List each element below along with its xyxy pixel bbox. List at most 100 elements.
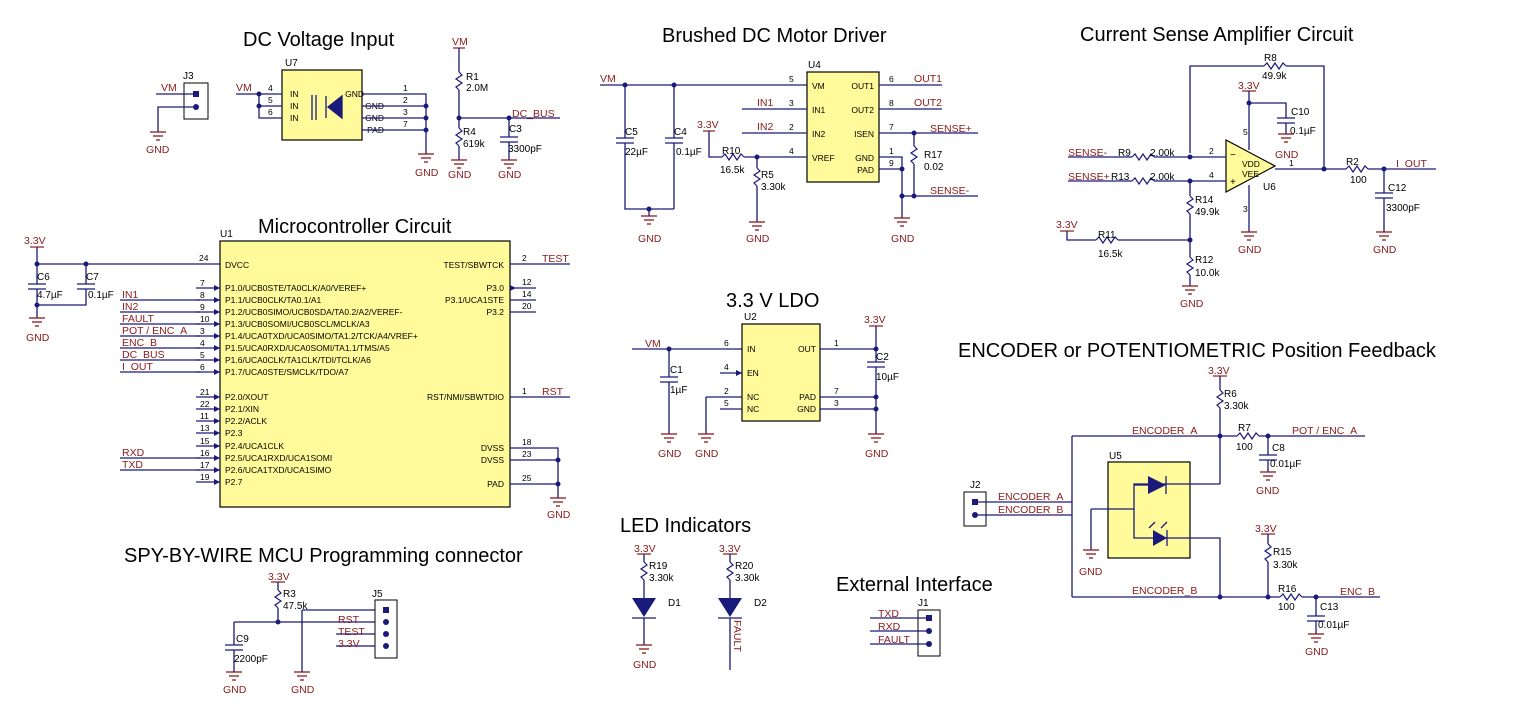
net-3v3-mcu: 3.3V [24, 235, 46, 247]
mcu-pin-number: 21 [200, 387, 210, 397]
u2-pin1: 1 [834, 338, 839, 348]
ic-u2 [741, 323, 821, 422]
c6-label: C6 [37, 272, 50, 283]
mcu-pin-number: 8 [200, 290, 205, 300]
u4-pin1: 1 [889, 146, 894, 156]
net-fault-ext: FAULT [878, 634, 910, 646]
net-txd-mcu: TXD [122, 459, 143, 471]
r16-label: R16 [1278, 584, 1297, 595]
r9-value: 2.00k [1150, 148, 1175, 159]
u1-pad: PAD [487, 479, 504, 489]
j5-label: J5 [372, 589, 383, 600]
u1-dvcc: DVCC [225, 260, 249, 270]
r4-value: 619k [463, 139, 486, 150]
mcu-pin-arrow [214, 321, 220, 327]
r3-label: R3 [283, 589, 296, 600]
ic-u7 [281, 69, 363, 141]
encoder-section: 3.3V R6 3.30k ENCODER_A R7 100 POT / ENC… [963, 365, 1380, 658]
r11-value: 16.5k [1098, 249, 1123, 260]
net-in2-mcu: IN2 [122, 301, 139, 313]
mcu-pin-number: 16 [200, 448, 210, 458]
u5-label: U5 [1109, 451, 1122, 462]
u6-vee: VEE [1242, 169, 1259, 179]
u1-pin2: 2 [522, 253, 527, 263]
net-fault-mcu: FAULT [122, 313, 154, 325]
u4-vm: VM [812, 81, 825, 91]
mcu-pin-number: 22 [200, 399, 210, 409]
gnd-c12: GND [1373, 244, 1397, 256]
u4-in2: IN2 [812, 129, 826, 139]
d1-label: D1 [668, 598, 681, 609]
mcu-pin-number: 19 [200, 472, 210, 482]
c9-label: C9 [236, 634, 249, 645]
current-sense-section: R8 49.9k U6 VDD VEE − + 3.3V 5 C10 0.1µF… [1056, 53, 1436, 310]
u2-gnd: GND [797, 404, 816, 414]
gnd-c10: GND [1275, 149, 1299, 161]
u4-isen: ISEN [854, 129, 874, 139]
r2-value: 100 [1350, 175, 1367, 186]
mcu-pin-number: 9 [200, 302, 205, 312]
ic-u1 [219, 240, 511, 508]
gnd-u5: GND [1079, 566, 1103, 578]
r7-label: R7 [1238, 423, 1251, 434]
u2-nc1: NC [747, 392, 759, 402]
mcu-pin-arrow [214, 357, 220, 363]
c7-value: 0.1µF [88, 290, 114, 301]
connector-j2 [963, 491, 987, 527]
title-motor-driver: Brushed DC Motor Driver [662, 25, 887, 47]
c5-label: C5 [625, 127, 638, 138]
u1-pin18: 18 [522, 437, 532, 447]
c10-label: C10 [1291, 107, 1310, 118]
mcu-pin-number: 15 [200, 436, 210, 446]
net-3v3-r20: 3.3V [719, 543, 741, 555]
u2-pin4: 4 [724, 362, 729, 372]
r12-value: 10.0k [1195, 268, 1220, 279]
ic-u4 [806, 71, 880, 183]
c9-value: 2200pF [234, 654, 268, 665]
u7-diode-symbol [311, 94, 343, 120]
u4-out2: OUT2 [851, 105, 874, 115]
u6-vdd: VDD [1242, 159, 1260, 169]
c10-value: 0.1µF [1290, 126, 1316, 137]
r15-label: R15 [1273, 547, 1292, 558]
c12-value: 3300pF [1386, 203, 1420, 214]
mcu-pin-label: P1.2/UCB0SIMO/UCB0SDA/TA0.2/A2/VEREF- [225, 307, 403, 317]
r9-label: R9 [1118, 148, 1131, 159]
net-pot-enc-a-mcu: POT / ENC_A [122, 325, 187, 337]
mcu-pin-arrow [214, 345, 220, 351]
c5-value: 22µF [625, 147, 648, 158]
net-test-sbw: TEST [338, 626, 365, 638]
c7-label: C7 [86, 272, 99, 283]
mcu-pin-label: P1.5/UCA0RXD/UCA0SOMI/TA1.1/TMS/A5 [225, 343, 390, 353]
r6-label: R6 [1224, 389, 1237, 400]
u7-in2: IN [290, 101, 299, 111]
j2-pin2 [972, 512, 978, 518]
led-d1 [632, 598, 656, 617]
r7-value: 100 [1236, 442, 1253, 453]
u7-in1: IN [290, 89, 299, 99]
net-sense-minus-motor: SENSE- [930, 185, 970, 197]
u1-rst: RST/NMI/SBWTDIO [427, 392, 504, 402]
u1-test: TEST/SBWTCK [444, 260, 505, 270]
gnd-c9: GND [223, 684, 247, 696]
net-sense-plus-csa: SENSE+ [1068, 171, 1110, 183]
mcu-pin-label: P2.0/XOUT [225, 392, 268, 402]
net-dc-bus-mcu: DC_BUS [122, 349, 165, 361]
mcu-pin-label: P2.7 [225, 477, 243, 487]
c8-value: 0.01µF [1270, 459, 1301, 470]
u1-dvss1: DVSS [481, 443, 504, 453]
r13-value: 2.00k [1150, 172, 1175, 183]
r20-value: 3.30k [735, 573, 760, 584]
net-txd-ext: TXD [878, 608, 899, 620]
mcu-pin-arrow [214, 443, 220, 449]
r4-label: R4 [463, 127, 476, 138]
connector-j5 [374, 599, 398, 659]
net-rst-sbw: RST [338, 614, 360, 626]
u2-pad: PAD [799, 392, 816, 402]
net-rst-mcu: RST [542, 386, 564, 398]
u7-pin3: 3 [403, 107, 408, 117]
title-external-interface: External Interface [836, 574, 993, 596]
r5-value: 3.30k [761, 182, 786, 193]
u2-pin2: 2 [724, 386, 729, 396]
